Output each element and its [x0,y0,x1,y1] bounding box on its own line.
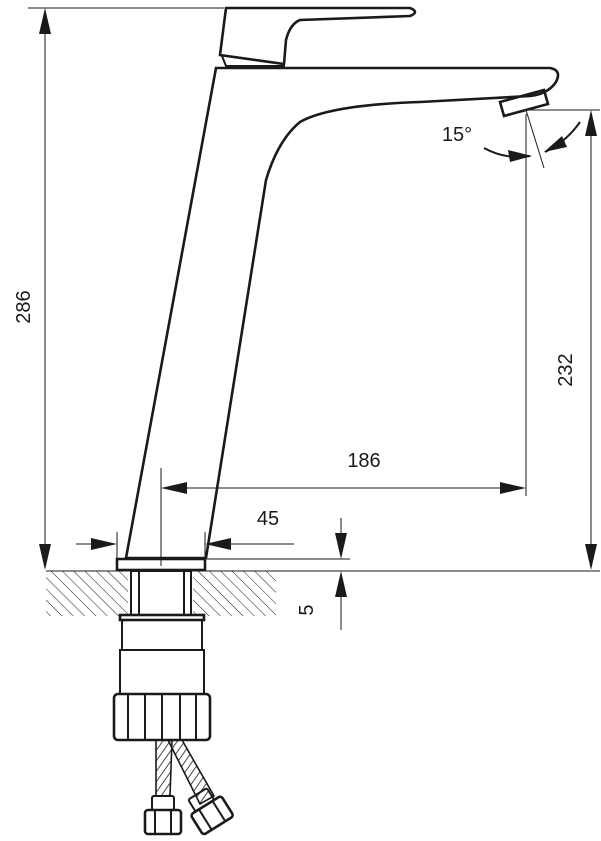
label-spout-height: 232 [555,353,577,386]
arrowhead-total-bottom [39,544,51,570]
dimension-spout-angle: 15° [442,109,581,169]
deck-hatch-left [46,571,128,616]
arrowhead-offset-down [335,533,347,559]
dimension-spout-height: 232 [526,109,600,570]
label-total-height: 286 [13,290,35,323]
hose-right-nut-facet-2 [211,800,227,822]
arrowhead-base-right [205,538,231,550]
shank-lower [119,649,205,695]
lever-cap [221,55,285,67]
faucet-body [112,6,560,742]
hose-left-ferrule [151,795,175,811]
hose-right-nut-facet-1 [198,808,213,831]
hose-left-nut [143,808,183,836]
arrowhead-spout-bottom [585,544,597,570]
label-spout-angle: 15° [442,124,472,146]
hose-right [166,739,216,806]
deck-section [46,570,600,616]
arrowhead-total-top [39,8,51,34]
dimension-deck-offset: 5 [207,518,350,630]
arrowhead-reach-left [161,482,187,494]
arrowhead-reach-right [500,482,526,494]
dimension-total-height: 286 [13,7,224,570]
label-base-width: 45 [257,508,279,530]
label-spout-reach: 186 [347,450,380,472]
angle-arrowhead-left [508,150,532,162]
angle-arrowhead-right [544,136,567,152]
shank-sleeve [121,619,203,651]
dimension-spout-reach: 186 [160,114,527,566]
deck-hatch-right [193,571,276,616]
arrowhead-base-left [91,538,117,550]
aerator [498,88,550,118]
hose-left [155,739,173,797]
angle-reference-line [525,109,545,169]
label-deck-offset: 5 [296,604,318,615]
body-outline [124,66,560,560]
arrowhead-spout-top [585,110,597,136]
arrowhead-offset-up [335,571,347,597]
supply-hoses [143,739,234,836]
hose-right-fitting [187,787,234,836]
dimension-base-width: 45 [76,508,294,558]
hose-right-nut [190,795,234,836]
lever-handle [218,6,417,66]
